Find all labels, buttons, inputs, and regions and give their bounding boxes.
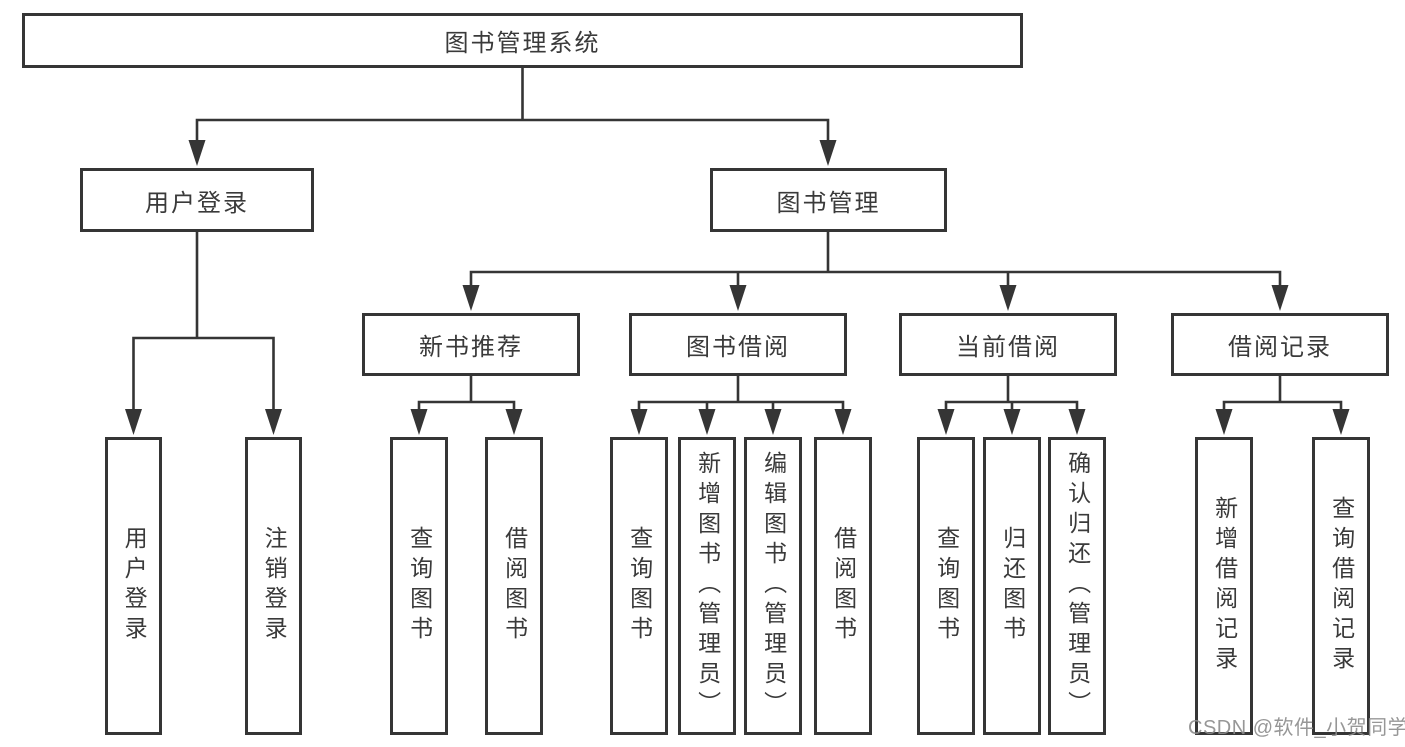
leaf-confirm-return-admin: 确认归还（管理员）: [1048, 437, 1106, 735]
node-current-borrowing-label: 当前借阅: [956, 334, 1060, 361]
arrowhead-icon: [265, 409, 282, 435]
arrowhead-icon: [125, 409, 142, 435]
arrowhead-icon: [834, 409, 852, 435]
node-borrow-records: 借阅记录: [1171, 313, 1389, 376]
arrowhead-icon: [764, 409, 782, 435]
leaf-borrow-books-recommend-label: 借阅图书: [501, 526, 528, 646]
leaf-query-borrow-record-label: 查询借阅记录: [1328, 496, 1355, 676]
arrowhead-icon: [999, 285, 1017, 311]
arrowhead-icon: [729, 285, 747, 311]
arrowhead-icon: [1003, 409, 1021, 435]
arrowhead-icon: [1332, 409, 1350, 435]
leaf-query-books-recommend-label: 查询图书: [406, 526, 433, 646]
leaf-query-books-current-label: 查询图书: [933, 526, 960, 646]
arrowhead-icon: [505, 409, 523, 435]
arrowheads: [125, 140, 1350, 435]
leaf-borrow-books-borrowing-label: 借阅图书: [830, 526, 857, 646]
leaf-add-book-admin-label: 新增图书（管理员）: [694, 451, 721, 721]
arrowhead-icon: [698, 409, 716, 435]
arrowhead-icon: [462, 285, 480, 311]
leaf-logout-label: 注销登录: [261, 526, 288, 646]
node-new-book-recommend: 新书推荐: [362, 313, 580, 376]
node-book-borrowing: 图书借阅: [629, 313, 847, 376]
root-node-label: 图书管理系统: [444, 30, 601, 57]
arrowhead-icon: [1215, 409, 1233, 435]
node-book-management: 图书管理: [710, 168, 947, 232]
arrowhead-icon: [630, 409, 648, 435]
leaf-edit-book-admin-label: 编辑图书（管理员）: [760, 451, 787, 721]
arrowhead-icon: [819, 140, 837, 166]
node-user-login: 用户登录: [80, 168, 314, 232]
node-current-borrowing: 当前借阅: [899, 313, 1117, 376]
leaf-query-books-borrowing-label: 查询图书: [626, 526, 653, 646]
leaf-borrow-books-recommend: 借阅图书: [485, 437, 543, 735]
node-book-management-label: 图书管理: [776, 189, 881, 217]
leaf-edit-book-admin: 编辑图书（管理员）: [744, 437, 802, 735]
arrowhead-icon: [937, 409, 955, 435]
leaf-add-borrow-record: 新增借阅记录: [1195, 437, 1253, 735]
leaf-user-login: 用户登录: [105, 437, 162, 735]
arrowhead-icon: [1271, 285, 1289, 311]
node-borrow-records-label: 借阅记录: [1228, 334, 1332, 361]
arrowhead-icon: [410, 409, 428, 435]
leaf-query-books-current: 查询图书: [917, 437, 975, 735]
arrowhead-icon: [188, 140, 206, 166]
leaf-confirm-return-admin-label: 确认归还（管理员）: [1064, 451, 1091, 721]
leaf-borrow-books-borrowing: 借阅图书: [814, 437, 872, 735]
leaf-query-borrow-record: 查询借阅记录: [1312, 437, 1370, 735]
leaf-query-books-borrowing: 查询图书: [610, 437, 668, 735]
leaf-logout: 注销登录: [245, 437, 302, 735]
watermark-text: CSDN @软件_小贺同学: [1188, 717, 1405, 739]
root-node: 图书管理系统: [22, 13, 1023, 68]
leaf-user-login-label: 用户登录: [121, 526, 148, 646]
node-book-borrowing-label: 图书借阅: [686, 334, 790, 361]
leaf-return-books-label: 归还图书: [999, 526, 1026, 646]
leaf-add-book-admin: 新增图书（管理员）: [678, 437, 736, 735]
leaf-return-books: 归还图书: [983, 437, 1041, 735]
node-user-login-label: 用户登录: [145, 189, 249, 217]
arrowhead-icon: [1068, 409, 1086, 435]
leaf-query-books-recommend: 查询图书: [390, 437, 448, 735]
leaf-add-borrow-record-label: 新增借阅记录: [1211, 496, 1238, 676]
node-new-book-recommend-label: 新书推荐: [419, 334, 523, 361]
